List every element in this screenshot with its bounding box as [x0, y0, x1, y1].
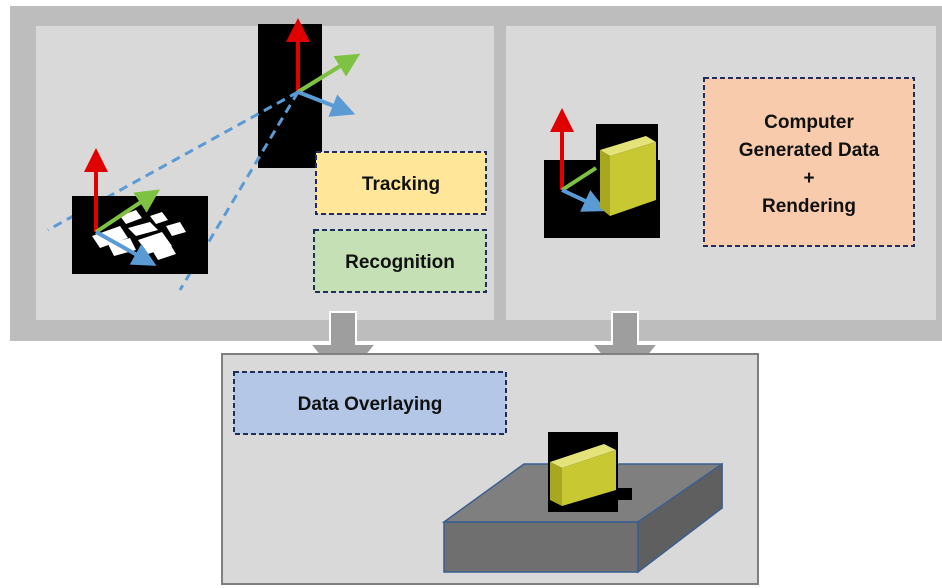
virtual-cube-on-marker-icon [544, 108, 660, 238]
computer-line-4: Rendering [762, 196, 856, 217]
camera-axes-icon [258, 18, 361, 168]
recognition-box: Recognition [313, 229, 487, 293]
data-overlaying-label: Data Overlaying [298, 394, 443, 415]
projection-line-right [178, 91, 300, 291]
projection-line-left [47, 90, 299, 232]
marker-pattern-icon [72, 196, 208, 274]
virtual-cube-icon [548, 432, 632, 512]
coordinate-axes-icon [84, 148, 160, 266]
computer-line-1: Computer [764, 112, 854, 133]
computer-line-3: + [803, 168, 814, 189]
recognition-label: Recognition [345, 252, 455, 273]
data-overlaying-box: Data Overlaying [233, 371, 507, 435]
computer-generated-data-box: Computer Generated Data + Rendering [703, 77, 915, 247]
computer-line-2: Generated Data [739, 140, 880, 161]
tracking-label: Tracking [362, 174, 440, 195]
tracking-box: Tracking [315, 151, 487, 215]
